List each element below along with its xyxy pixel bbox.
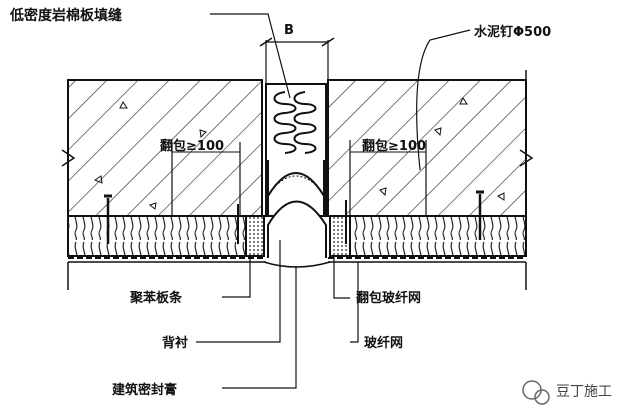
label-fold-right: 翻包≥100 bbox=[362, 138, 426, 154]
fiberglass-mesh bbox=[68, 257, 526, 268]
label-backing: 背衬 bbox=[162, 335, 188, 351]
concrete-slab-right bbox=[327, 79, 527, 217]
insulation-board-left bbox=[67, 215, 265, 257]
dimension-b bbox=[259, 37, 335, 84]
fold-dimension-left bbox=[171, 142, 241, 216]
cement-nails bbox=[104, 190, 484, 244]
leader-lines bbox=[196, 13, 471, 389]
fold-dimension-right bbox=[349, 140, 427, 216]
label-mesh: 玻纤网 bbox=[364, 335, 403, 351]
break-markers bbox=[61, 70, 534, 290]
insulation-board-right bbox=[329, 215, 527, 257]
watermark-text: 豆丁施工 bbox=[556, 384, 612, 400]
label-cement-nail: 水泥钉Φ500 bbox=[474, 24, 551, 40]
label-sealant: 建筑密封膏 bbox=[112, 382, 177, 398]
rock-wool-joint-fill bbox=[265, 83, 327, 217]
label-dimension-b: B bbox=[284, 23, 294, 38]
label-rock-wool: 低密度岩棉板填缝 bbox=[9, 7, 122, 24]
backing-rod bbox=[267, 200, 327, 258]
watermark: 豆丁施工 bbox=[522, 380, 612, 405]
label-polystyrene-strip: 聚苯板条 bbox=[129, 290, 183, 306]
label-fold-mesh: 翻包玻纤网 bbox=[356, 290, 421, 306]
concrete-slab-left bbox=[67, 79, 263, 217]
label-fold-left: 翻包≥100 bbox=[160, 138, 224, 154]
